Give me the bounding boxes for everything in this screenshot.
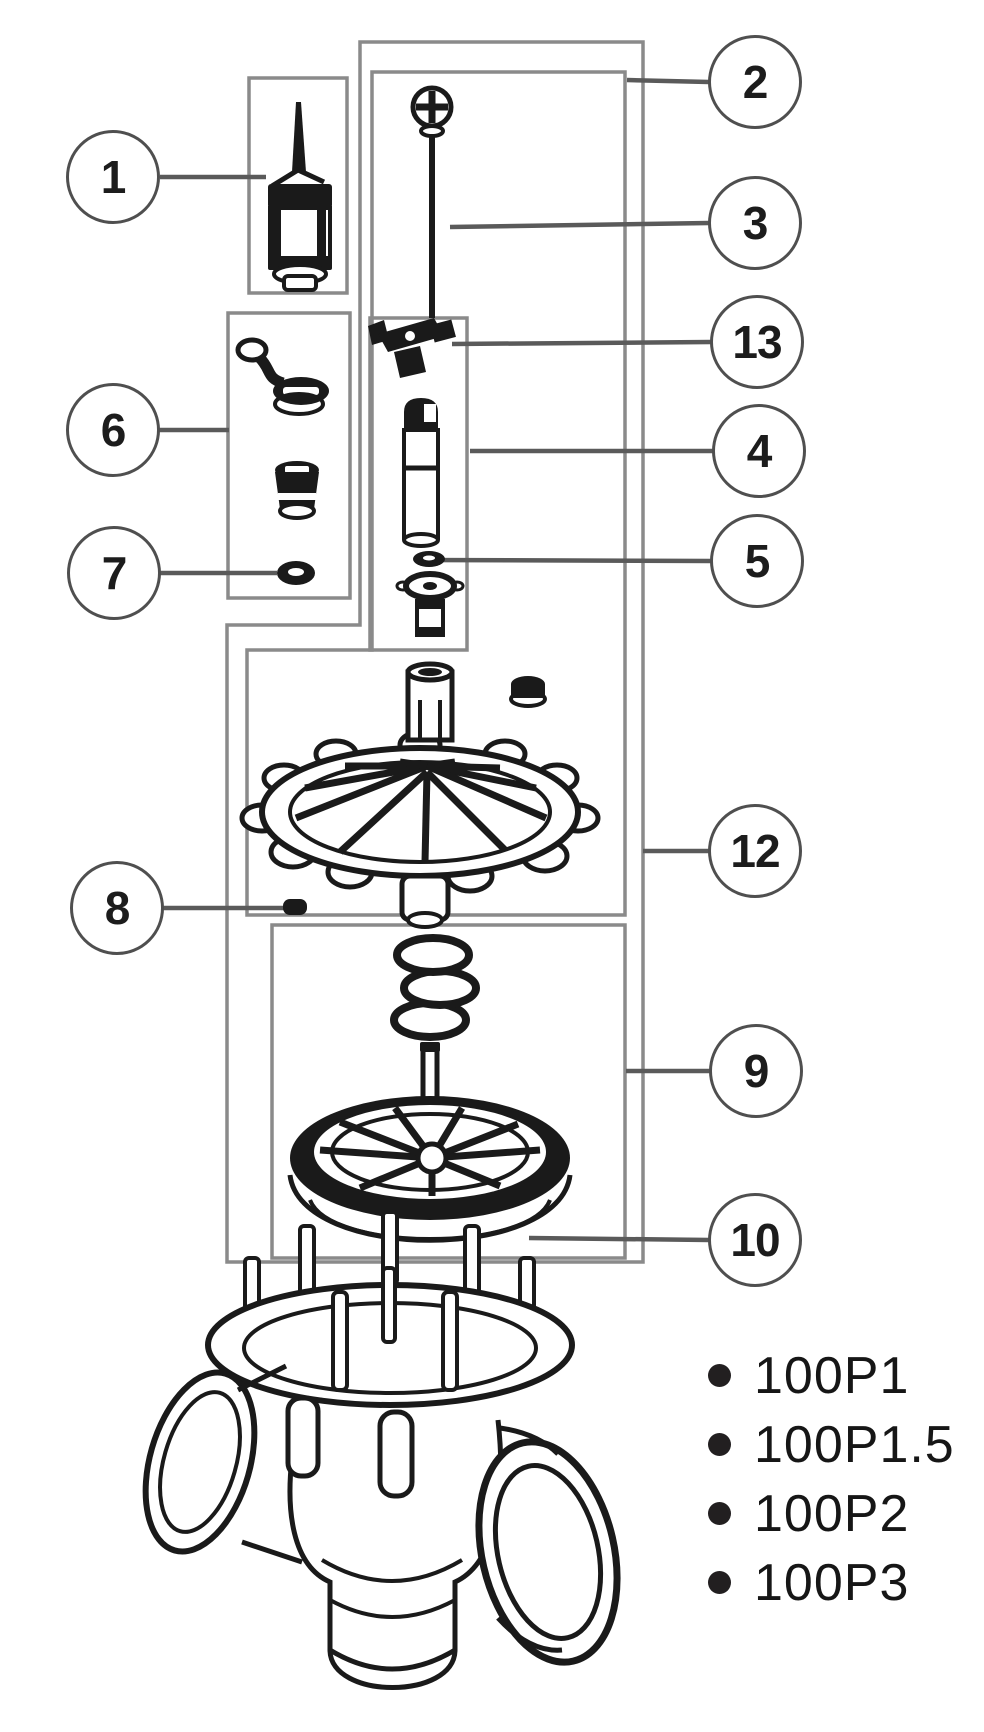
model-list: 100P1 100P1.5 100P2 100P3 — [708, 1341, 955, 1617]
callout-3: 3 — [708, 176, 802, 270]
callout-8: 8 — [70, 861, 164, 955]
leader-lines — [159, 77, 713, 1243]
flow-control-box — [226, 311, 352, 600]
callout-6-number: 6 — [100, 404, 127, 456]
leader-line-2 — [626, 77, 710, 85]
callout-2-number: 2 — [742, 56, 769, 108]
bullet-icon — [708, 1571, 731, 1594]
leader-line-10 — [528, 1235, 710, 1243]
solenoid-icon — [268, 102, 332, 292]
callout-12: 12 — [708, 804, 802, 898]
callout-13-number: 13 — [732, 316, 782, 368]
bullet-icon — [708, 1364, 731, 1387]
solenoid-box — [247, 76, 349, 295]
valve-body-icon — [142, 1210, 621, 1690]
callout-7-number: 7 — [101, 547, 128, 599]
plunger-icon — [402, 398, 440, 548]
callout-2: 2 — [708, 35, 802, 129]
callout-4-number: 4 — [746, 425, 773, 477]
spring-icon — [390, 934, 480, 1041]
model-label: 100P1 — [754, 1346, 910, 1405]
callout-10-number: 10 — [730, 1214, 780, 1266]
bleed-valve-icon — [368, 318, 456, 378]
part-group-boxes — [225, 40, 645, 1264]
model-list-item: 100P3 — [708, 1548, 955, 1617]
model-label: 100P1.5 — [754, 1415, 955, 1474]
leader-line-3 — [449, 220, 710, 230]
diaphragm-icon — [287, 1042, 573, 1243]
screw-icon — [410, 85, 454, 318]
callout-6: 6 — [66, 383, 160, 477]
model-label: 100P2 — [754, 1484, 910, 1543]
callout-1: 1 — [66, 130, 160, 224]
callout-8-number: 8 — [104, 882, 131, 934]
plunger-box — [368, 316, 469, 652]
bullet-icon — [708, 1433, 731, 1456]
o-ring-icon — [277, 561, 315, 585]
callout-3-number: 3 — [742, 197, 769, 249]
callout-5-number: 5 — [744, 535, 771, 587]
model-list-item: 100P1 — [708, 1341, 955, 1410]
callout-9-number: 9 — [743, 1045, 770, 1097]
assembly-box-outer — [225, 40, 645, 1264]
callout-12-number: 12 — [730, 825, 780, 877]
leader-line-5 — [419, 557, 712, 564]
bonnet-icon — [239, 661, 601, 929]
valve-seat-icon — [395, 551, 465, 637]
spring-diaphragm-box — [270, 923, 627, 1260]
callout-1-number: 1 — [100, 151, 127, 203]
retaining-screw-icon — [283, 899, 307, 915]
callout-5: 5 — [710, 514, 804, 608]
flow-control-icon — [235, 337, 329, 520]
leader-line-13 — [451, 339, 712, 347]
model-list-item: 100P1.5 — [708, 1410, 955, 1479]
model-list-item: 100P2 — [708, 1479, 955, 1548]
callout-13: 13 — [710, 295, 804, 389]
callout-4: 4 — [712, 404, 806, 498]
callout-7: 7 — [67, 526, 161, 620]
bullet-icon — [708, 1502, 731, 1525]
model-label: 100P3 — [754, 1553, 910, 1612]
callout-10: 10 — [708, 1193, 802, 1287]
callout-9: 9 — [709, 1024, 803, 1118]
